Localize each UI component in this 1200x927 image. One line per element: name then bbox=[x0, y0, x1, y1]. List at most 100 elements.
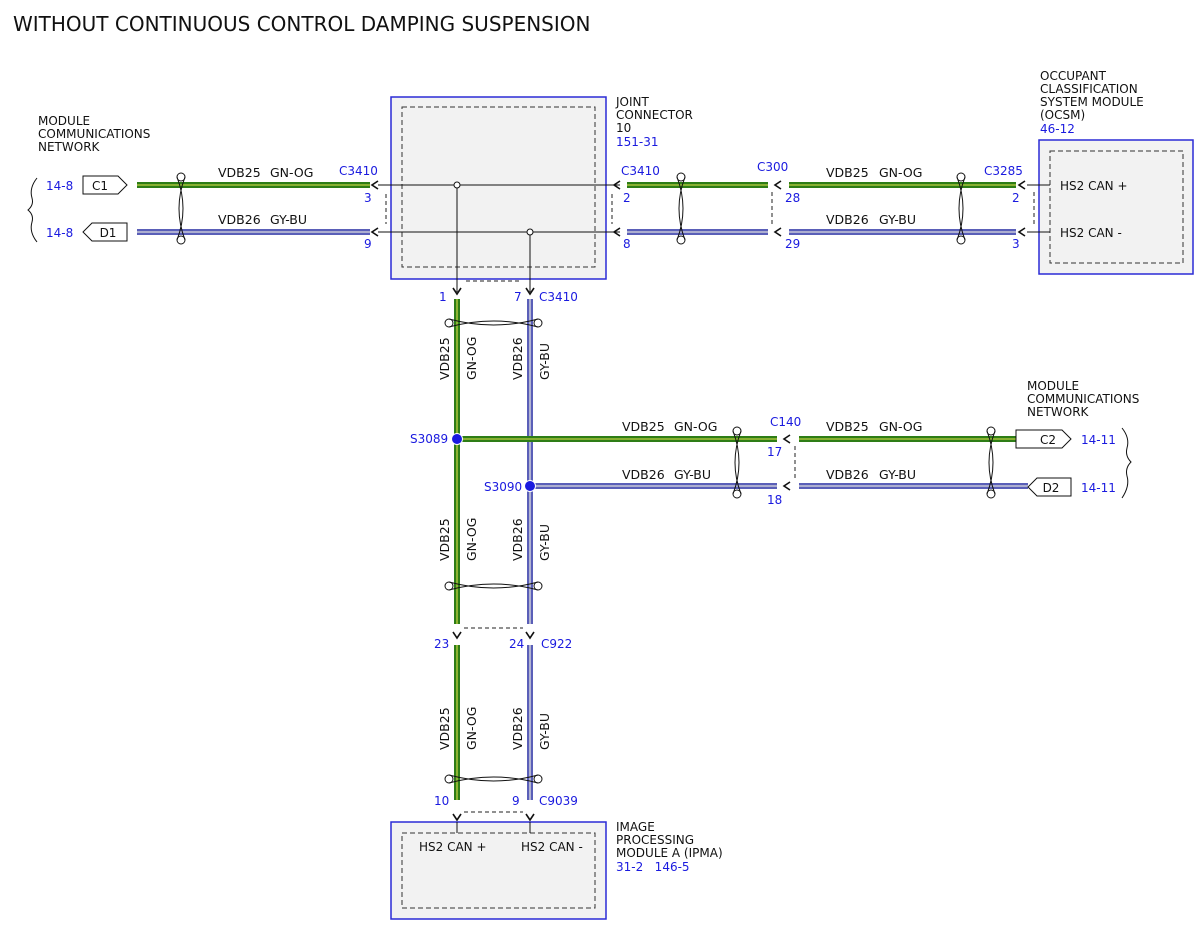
ocsm-module-box bbox=[1038, 139, 1194, 275]
splice-s3089 bbox=[451, 433, 463, 445]
twist-splice-c140 bbox=[732, 426, 742, 499]
arrow-joint-pin-9 bbox=[370, 227, 379, 237]
c140-label: C140 bbox=[770, 415, 801, 429]
vert-2-gy-circuit: VDB26 bbox=[510, 518, 525, 561]
c2-reference: 14-11 bbox=[1081, 433, 1116, 447]
vert-3-gy-circuit: VDB26 bbox=[510, 707, 525, 750]
ocsm-pin-2: 2 bbox=[1012, 191, 1020, 205]
left-bottom-wire-color: GY-BU bbox=[270, 212, 307, 227]
page-title: WITHOUT CONTINUOUS CONTROL DAMPING SUSPE… bbox=[13, 12, 590, 36]
ipma-pin-label-can-plus: HS2 CAN + bbox=[419, 840, 487, 854]
vert-3-gy-color: GY-BU bbox=[537, 713, 552, 750]
splice-s3089-label: S3089 bbox=[410, 432, 448, 446]
arrow-joint-pin-2 bbox=[612, 180, 621, 190]
joint-pin-8: 8 bbox=[623, 237, 631, 251]
ipma-label-1: IMAGE bbox=[616, 820, 655, 834]
ocsm-connector-id: C3285 bbox=[984, 164, 1023, 178]
c300-pin-29: 29 bbox=[785, 237, 800, 251]
twist-c140-net bbox=[986, 426, 996, 499]
left-top-wire-color: GN-OG bbox=[270, 165, 313, 180]
joint-connector-box bbox=[390, 96, 607, 280]
c2-label: C2 bbox=[1040, 433, 1056, 447]
ocsm-pin-label-can-plus: HS2 CAN + bbox=[1060, 179, 1128, 193]
twist-c922-ipma bbox=[444, 774, 543, 784]
mid-bottom-wire-color: GY-BU bbox=[674, 467, 711, 482]
ipma-pin-label-can-minus: HS2 CAN - bbox=[521, 840, 583, 854]
mid-bottom-wire-circuit: VDB26 bbox=[622, 467, 665, 482]
c922-pin-24: 24 bbox=[509, 637, 524, 651]
d1-connector-tag bbox=[82, 222, 128, 242]
arrow-c922-pin-24 bbox=[525, 631, 535, 640]
ipma-pin-9: 9 bbox=[512, 794, 520, 808]
c922-label: C922 bbox=[541, 637, 572, 651]
vert-1-gn-color: GN-OG bbox=[464, 337, 479, 380]
ocsm-top-wire-circuit: VDB25 bbox=[826, 165, 869, 180]
arrow-ipma-pin-10 bbox=[452, 813, 462, 822]
d1-label: D1 bbox=[100, 226, 117, 240]
splice-s3090 bbox=[524, 480, 536, 492]
c140-pin-17: 17 bbox=[767, 445, 782, 459]
arrow-joint-pin-7 bbox=[525, 287, 535, 296]
net2-bottom-wire-circuit: VDB26 bbox=[826, 467, 869, 482]
left-network-label-1: MODULE bbox=[38, 114, 90, 128]
vert-1-gn-circuit: VDB25 bbox=[437, 337, 452, 380]
c140-pin-18: 18 bbox=[767, 493, 782, 507]
arrow-joint-pin-8 bbox=[612, 227, 621, 237]
ipma-references: 31-2 146-5 bbox=[616, 860, 690, 874]
right-network-brace bbox=[1121, 427, 1132, 499]
twist-joint-c300 bbox=[676, 172, 686, 245]
joint-connector-label-3: 10 bbox=[616, 121, 631, 135]
right-network-label-2: COMMUNICATIONS bbox=[1027, 392, 1139, 406]
ocsm-label-2: CLASSIFICATION bbox=[1040, 82, 1138, 96]
twist-vert-upper bbox=[444, 318, 543, 328]
vert-1-gy-circuit: VDB26 bbox=[510, 337, 525, 380]
d2-connector-tag bbox=[1027, 477, 1072, 497]
d1-reference: 14-8 bbox=[46, 226, 73, 240]
ocsm-top-wire-color: GN-OG bbox=[879, 165, 922, 180]
d2-reference: 14-11 bbox=[1081, 481, 1116, 495]
joint-internal-bus bbox=[378, 181, 1050, 833]
arrow-joint-pin-1 bbox=[452, 287, 462, 296]
ocsm-bottom-wire-color: GY-BU bbox=[879, 212, 916, 227]
wire-layer bbox=[137, 182, 1028, 800]
left-network-brace bbox=[27, 177, 38, 243]
arrow-c140-pin-18 bbox=[782, 481, 791, 491]
joint-connector-id-right: C3410 bbox=[621, 164, 660, 178]
ipma-label-2: PROCESSING bbox=[616, 833, 694, 847]
ocsm-label-4: (OCSM) bbox=[1040, 108, 1085, 122]
ocsm-label-3: SYSTEM MODULE bbox=[1040, 95, 1144, 109]
twist-c300-ocsm bbox=[956, 172, 966, 245]
arrow-ocsm-pin-3 bbox=[1017, 227, 1026, 237]
joint-pin-9: 9 bbox=[364, 237, 372, 251]
ipma-module-box bbox=[390, 821, 607, 920]
d2-label: D2 bbox=[1043, 481, 1060, 495]
joint-connector-label-1: JOINT bbox=[615, 95, 650, 109]
twist-vert-middle bbox=[444, 581, 543, 591]
c2-connector-tag bbox=[1015, 429, 1072, 449]
c922-pin-23: 23 bbox=[434, 637, 449, 651]
c1-connector-tag bbox=[82, 175, 128, 195]
twist-left bbox=[176, 172, 186, 245]
ipma-label-3: MODULE A (IPMA) bbox=[616, 846, 723, 860]
joint-pin-7: 7 bbox=[514, 290, 522, 304]
arrow-c300-pin-29 bbox=[773, 227, 782, 237]
vert-2-gy-color: GY-BU bbox=[537, 524, 552, 561]
right-network-label-1: MODULE bbox=[1027, 379, 1079, 393]
c300-pin-28: 28 bbox=[785, 191, 800, 205]
joint-connector-id-bottom: C3410 bbox=[539, 290, 578, 304]
joint-pin-1: 1 bbox=[439, 290, 447, 304]
joint-connector-reference: 151-31 bbox=[616, 135, 659, 149]
left-bottom-wire-circuit: VDB26 bbox=[218, 212, 261, 227]
left-network-label-3: NETWORK bbox=[38, 140, 101, 154]
c1-reference: 14-8 bbox=[46, 179, 73, 193]
arrow-c140-pin-17 bbox=[782, 434, 791, 444]
ocsm-pin-3: 3 bbox=[1012, 237, 1020, 251]
ocsm-pin-label-can-minus: HS2 CAN - bbox=[1060, 226, 1122, 240]
joint-pin-2: 2 bbox=[623, 191, 631, 205]
arrow-layer bbox=[370, 180, 1026, 822]
joint-connector-id-left: C3410 bbox=[339, 164, 378, 178]
vert-3-gn-color: GN-OG bbox=[464, 707, 479, 750]
vert-2-gn-circuit: VDB25 bbox=[437, 518, 452, 561]
